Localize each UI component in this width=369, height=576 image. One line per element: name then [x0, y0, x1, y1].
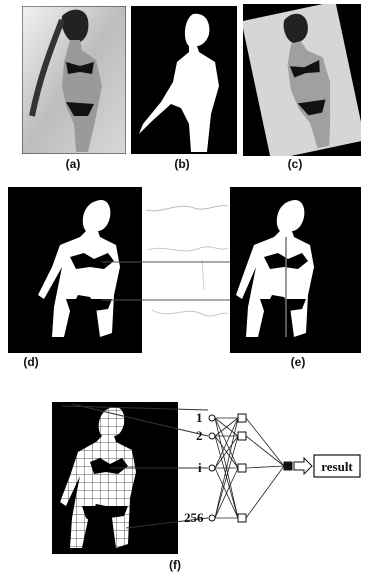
panel-f-grid-network: 1 2 i 256 result — [52, 378, 364, 556]
silhouette-e-image — [230, 187, 361, 353]
grid-network-figure: 1 2 i 256 result — [52, 378, 364, 556]
panel-b-silhouette — [131, 6, 237, 154]
input-label-256: 256 — [184, 510, 204, 525]
input-label-i: i — [198, 460, 202, 475]
caption-f: (f) — [160, 558, 190, 572]
photo-c-image — [243, 4, 361, 156]
caption-a: (a) — [58, 157, 88, 171]
result-label: result — [321, 459, 353, 474]
caption-d: (d) — [16, 355, 46, 369]
caption-c: (c) — [280, 157, 310, 171]
panel-e-silhouette — [230, 187, 361, 353]
input-label-1: 1 — [196, 410, 203, 425]
panel-c-rotated-photo — [243, 4, 361, 156]
panel-a-photo — [22, 6, 126, 154]
caption-e: (e) — [283, 355, 313, 369]
photo-a-image — [22, 6, 126, 154]
input-label-2: 2 — [196, 428, 203, 443]
caption-b: (b) — [167, 157, 197, 171]
silhouette-b-image — [131, 6, 237, 154]
